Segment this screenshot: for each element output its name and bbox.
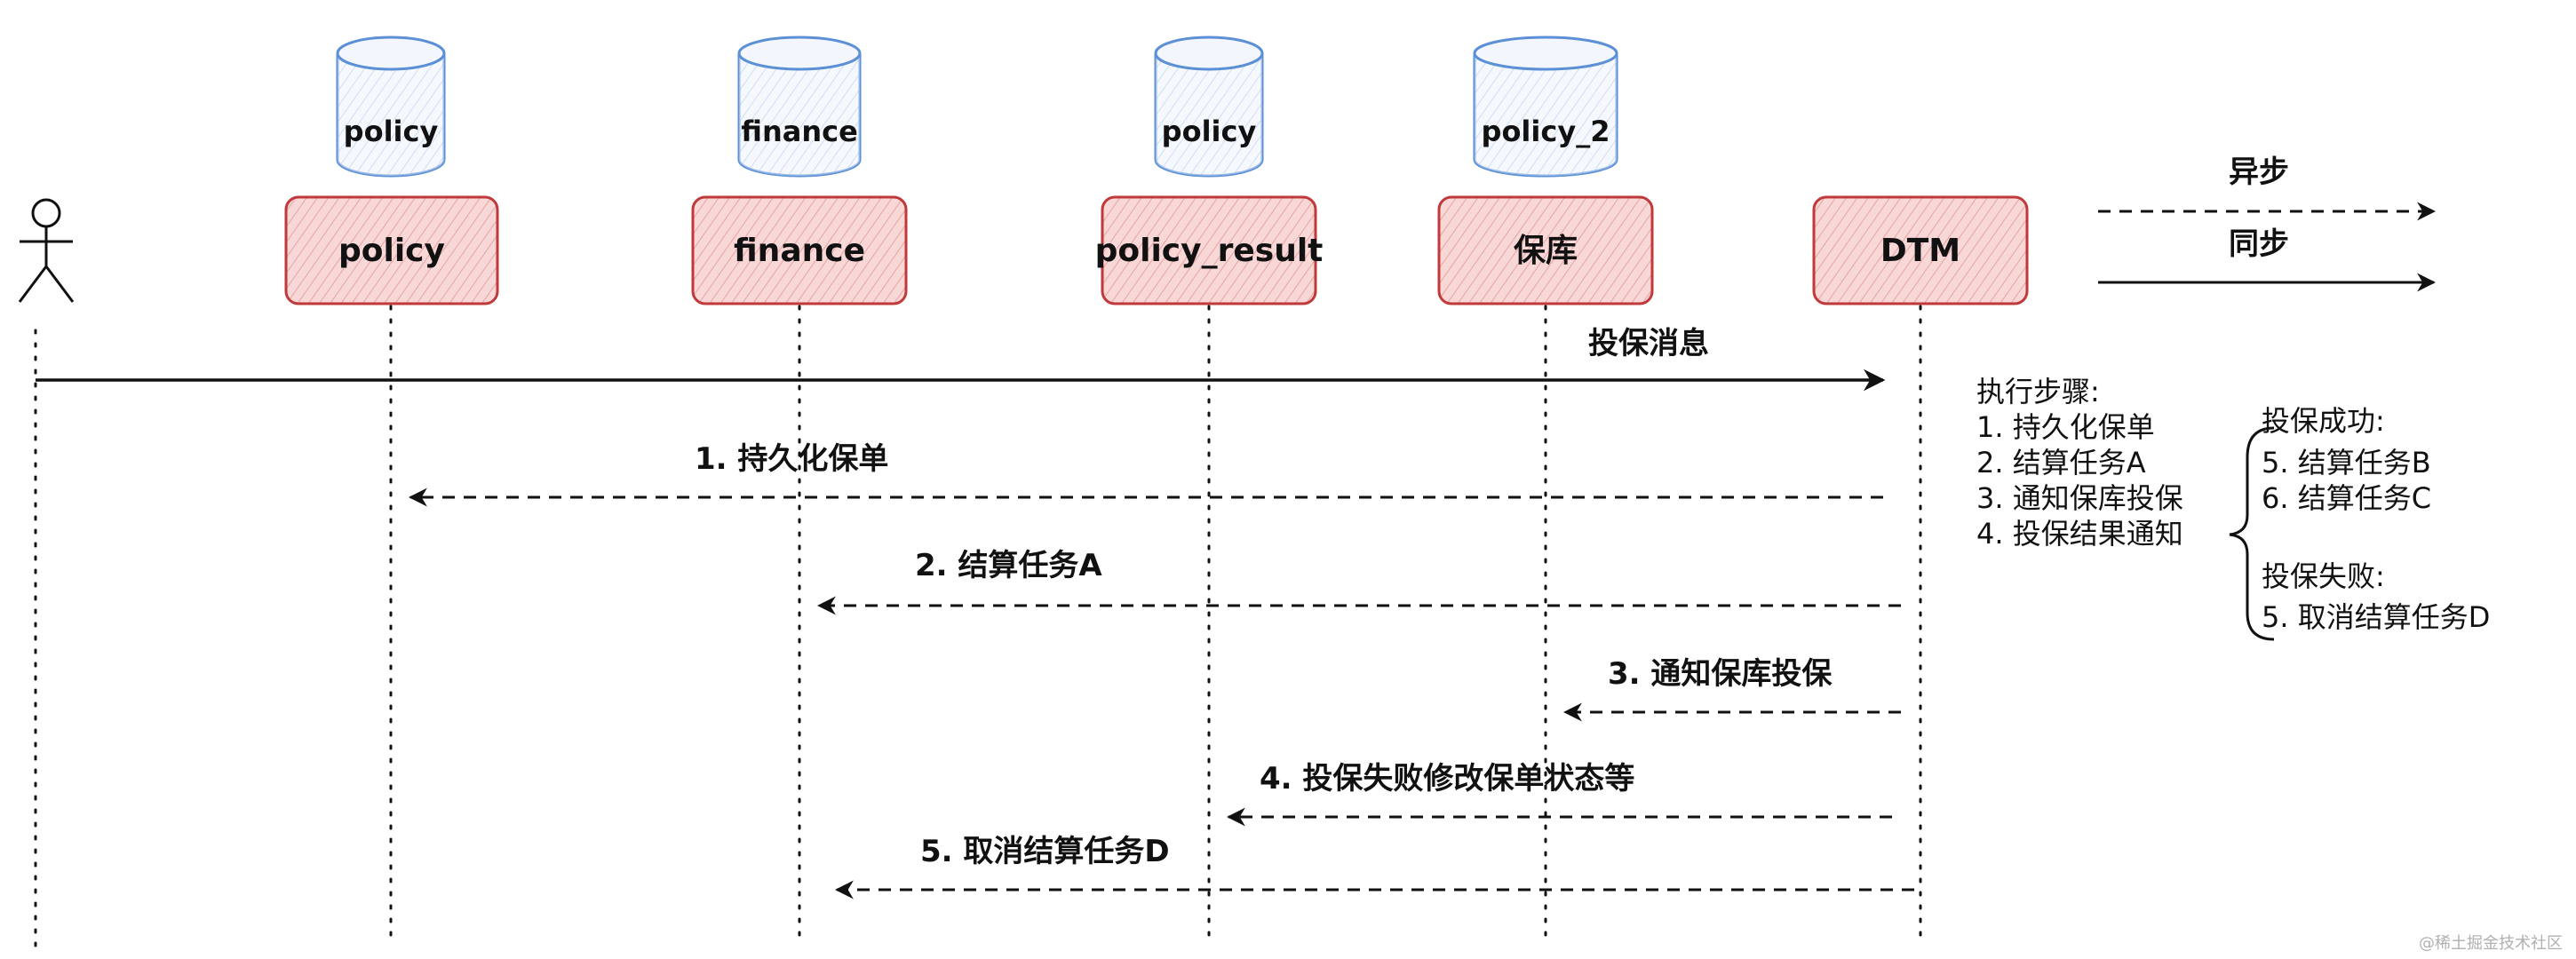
message-update-policy-status: 4. 投保失败修改保单状态等 (1226, 761, 1892, 827)
success-note: 投保成功: 5. 结算任务B 6. 结算任务C (2262, 404, 2431, 515)
db-finance: finance (737, 36, 862, 178)
steps-note-line-3: 3. 通知保库投保 (1976, 481, 2183, 515)
service-dtm-label: DTM (1880, 233, 1960, 269)
message-submit: 投保消息 (36, 326, 1886, 392)
message-submit-label: 投保消息 (1588, 326, 1709, 361)
legend-async-label: 异步 (2229, 155, 2289, 190)
steps-note: 执行步骤: 1. 持久化保单 2. 结算任务A 3. 通知保库投保 4. 投保结… (1976, 375, 2183, 551)
db-policy-result: policy (1154, 36, 1264, 178)
steps-note-line-4: 4. 投保结果通知 (1976, 517, 2183, 551)
message-settle-task-a-label: 2. 结算任务A (915, 548, 1102, 583)
message-cancel-task-d: 5. 取消结算任务D (834, 834, 1914, 900)
lifelines (34, 305, 1922, 947)
service-policy-label: policy (338, 233, 445, 269)
brace-icon (2229, 426, 2275, 641)
db-policy-result-label: policy (1162, 115, 1257, 148)
message-update-policy-status-label: 4. 投保失败修改保单状态等 (1260, 761, 1634, 797)
message-persist-policy-label: 1. 持久化保单 (695, 441, 888, 477)
legend: 异步 同步 (2098, 155, 2437, 292)
failure-note-line-1: 5. 取消结算任务D (2262, 600, 2490, 634)
actor-user-icon (18, 198, 75, 303)
watermark: @稀土掘金技术社区 (2419, 934, 2563, 953)
service-finance-label: finance (734, 233, 865, 269)
failure-note: 投保失败: 5. 取消结算任务D (2262, 559, 2490, 634)
success-note-line-1: 5. 结算任务B (2262, 446, 2431, 480)
steps-note-line-2: 2. 结算任务A (1976, 446, 2146, 480)
message-settle-task-a: 2. 结算任务A (816, 548, 1901, 615)
db-policy-label: policy (344, 115, 439, 148)
message-notify-baoku: 3. 通知保库投保 (1562, 656, 1901, 722)
db-policy-2: policy_2 (1473, 36, 1618, 178)
service-policy-result: policy_result (1095, 195, 1324, 305)
message-notify-baoku-label: 3. 通知保库投保 (1608, 656, 1833, 692)
legend-sync-label: 同步 (2229, 226, 2289, 262)
service-policy-result-label: policy_result (1095, 233, 1324, 269)
service-baoku-label: 保库 (1514, 233, 1578, 269)
db-policy: policy (336, 36, 446, 178)
service-finance: finance (691, 195, 908, 305)
success-note-line-2: 6. 结算任务C (2262, 481, 2431, 515)
success-note-title: 投保成功: (2262, 404, 2385, 438)
service-baoku: 保库 (1437, 195, 1654, 305)
failure-note-title: 投保失败: (2262, 559, 2385, 593)
steps-note-line-1: 1. 持久化保单 (1976, 410, 2155, 444)
service-dtm: DTM (1812, 195, 2029, 305)
db-finance-label: finance (741, 115, 858, 148)
service-policy: policy (284, 195, 499, 305)
message-cancel-task-d-label: 5. 取消结算任务D (920, 834, 1170, 869)
steps-note-title: 执行步骤: (1976, 375, 2100, 408)
message-persist-policy: 1. 持久化保单 (408, 441, 1883, 507)
db-policy-2-label: policy_2 (1482, 115, 1610, 148)
